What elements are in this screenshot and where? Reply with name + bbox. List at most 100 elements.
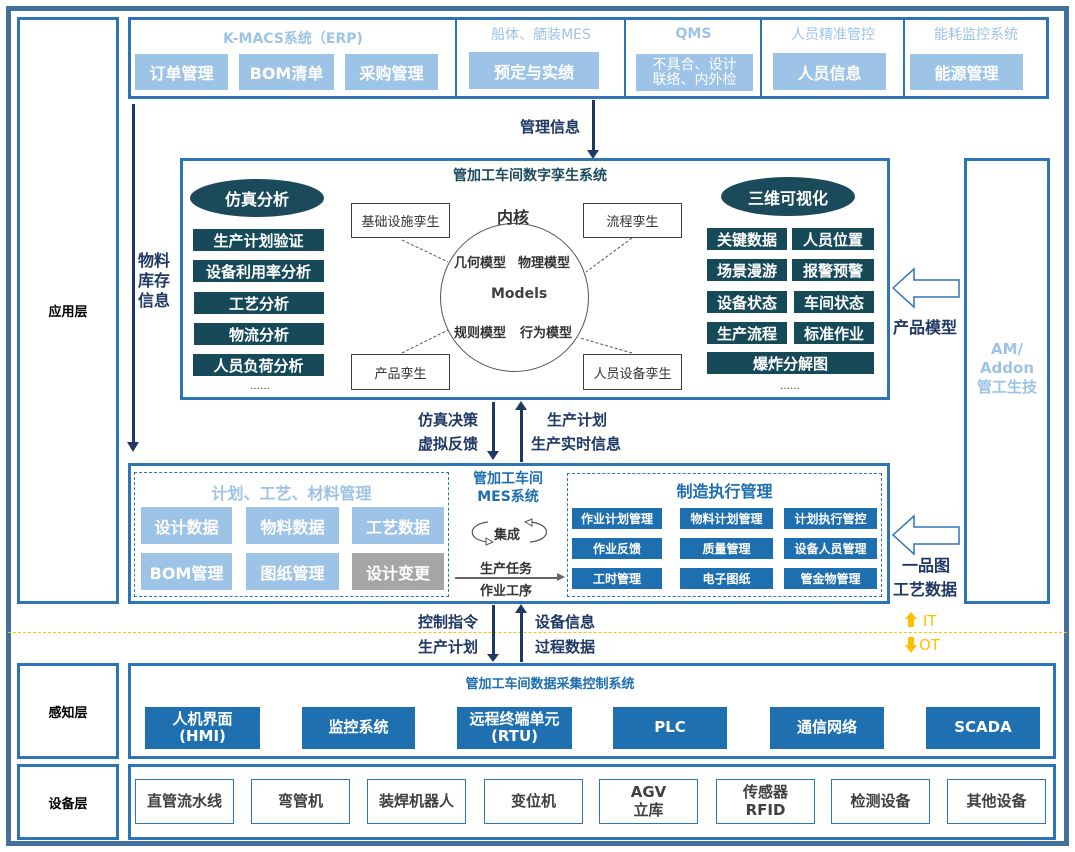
planning-item[interactable]: BOM管理: [141, 553, 232, 590]
ot-arrow-stem: [908, 637, 914, 646]
label: 流程孪生: [606, 215, 659, 230]
vis-item[interactable]: 设备状态: [707, 291, 787, 313]
connector-line: [585, 237, 633, 273]
equipment-item[interactable]: 其他设备: [947, 779, 1046, 824]
layer-perception-label: 感知层: [48, 705, 88, 721]
qms-button[interactable]: 不具合、设计 联络、内外检: [636, 54, 753, 91]
addon-line: 管工生技: [976, 378, 1037, 396]
vis-item[interactable]: 场景漫游: [707, 259, 787, 281]
equipment-item[interactable]: 变位机: [484, 779, 583, 824]
qms-title-text: QMS: [675, 26, 712, 42]
arrowhead-down: [487, 654, 499, 662]
perception-rtu[interactable]: 远程终端单元(RTU): [457, 707, 572, 749]
label: 远程终端单元: [469, 709, 560, 728]
erp-order-button[interactable]: 订单管理: [135, 54, 228, 90]
planning-item[interactable]: 设计数据: [141, 507, 232, 544]
label: 设备利用率分析: [205, 262, 311, 281]
perception-network[interactable]: 通信网络: [770, 707, 884, 749]
product-model-arrow-icon: [891, 267, 960, 309]
erp-bom-button[interactable]: BOM清单: [239, 54, 334, 90]
label: 标准作业: [803, 324, 864, 343]
twin-infrastructure[interactable]: 基础设施孪生: [351, 203, 450, 238]
label: (HMI): [179, 727, 226, 745]
addon-line: AM/: [990, 340, 1023, 358]
equipment-info-arrow: [520, 612, 523, 662]
label: 作业反馈: [592, 542, 641, 556]
execution-item[interactable]: 质量管理: [680, 538, 773, 559]
equipment-item[interactable]: 装焊机器人: [367, 779, 466, 824]
vis-item[interactable]: 爆炸分解图: [707, 352, 874, 374]
energy-button[interactable]: 能源管理: [910, 54, 1023, 90]
procedure-label: 作业工序: [480, 584, 533, 599]
label: 工艺分析: [228, 294, 289, 313]
label: 生产流程: [716, 324, 777, 343]
label: BOM管理: [149, 563, 224, 583]
execution-item[interactable]: 设备人员管理: [784, 538, 877, 559]
equipment-item[interactable]: 弯管机: [251, 779, 350, 824]
label: 图纸管理: [260, 563, 325, 583]
label: 通信网络: [796, 718, 857, 737]
perception-plc[interactable]: PLC: [613, 707, 727, 749]
label: 不具合、设计 联络、内外检: [652, 56, 737, 88]
personnel-button[interactable]: 人员信息: [773, 53, 886, 90]
material-inventory-label: 物料 库存 信息: [138, 251, 170, 311]
execution-item[interactable]: 工时管理: [572, 568, 662, 589]
execution-item[interactable]: 作业反馈: [572, 538, 662, 559]
perception-scada[interactable]: SCADA: [926, 707, 1040, 749]
vis-item[interactable]: 标准作业: [794, 322, 874, 344]
label: 车间状态: [803, 293, 864, 312]
label: 弯管机: [277, 791, 323, 810]
twin-product[interactable]: 产品孪生: [351, 354, 450, 390]
model-physics: 物理模型: [518, 256, 571, 271]
production-plan-label: 生产计划: [547, 411, 608, 429]
planning-item[interactable]: 图纸管理: [246, 553, 339, 590]
label: 场景漫游: [716, 261, 777, 280]
model-behavior: 行为模型: [520, 326, 573, 341]
sim-item[interactable]: 人员负荷分析: [193, 354, 324, 376]
execution-item[interactable]: 计划执行管控: [784, 508, 877, 529]
execution-item[interactable]: 管金物管理: [784, 568, 877, 589]
execution-item[interactable]: 电子图纸: [680, 568, 773, 589]
vis-item[interactable]: 关键数据: [707, 228, 787, 250]
execution-item[interactable]: 物料计划管理: [680, 508, 773, 529]
energy-title-text: 能耗监控系统: [934, 27, 1018, 43]
layer-perception: 感知层: [17, 663, 119, 759]
equipment-item[interactable]: 直管流水线: [135, 779, 234, 824]
sim-item[interactable]: 设备利用率分析: [193, 260, 324, 282]
twin-process[interactable]: 流程孪生: [583, 203, 682, 238]
connector-line: [401, 239, 449, 263]
planning-item-design-change[interactable]: 设计变更: [352, 553, 444, 590]
vis-item[interactable]: 报警预警: [792, 259, 874, 281]
equipment-item[interactable]: 检测设备: [831, 779, 930, 824]
erp-purchase-button[interactable]: 采购管理: [345, 54, 438, 90]
layer-application-label: 应用层: [48, 305, 88, 320]
planning-item[interactable]: 物料数据: [246, 507, 339, 544]
execution-title: 制造执行管理: [676, 482, 773, 501]
equipment-info-label: 设备信息: [535, 613, 596, 631]
execution-item[interactable]: 作业计划管理: [572, 508, 662, 529]
hull-mes-title-text: 船体、舾装MES: [491, 27, 591, 43]
control-cmd-label: 控制指令: [418, 613, 479, 631]
vis-item[interactable]: 车间状态: [794, 291, 874, 313]
sim-item[interactable]: 物流分析: [194, 323, 324, 345]
label: 人员负荷分析: [213, 356, 304, 375]
perception-hmi[interactable]: 人机界面(HMI): [145, 707, 260, 749]
label: 设备状态: [716, 293, 777, 312]
sim-item[interactable]: 工艺分析: [194, 292, 324, 314]
core-connectors: [401, 237, 633, 354]
ot-label: OT: [919, 636, 940, 654]
vis-item[interactable]: 生产流程: [707, 322, 787, 344]
twin-personnel-equipment[interactable]: 人员设备孪生: [583, 354, 682, 390]
data-acquisition-title: 管加工车间数据采集控制系统: [465, 676, 635, 692]
vis-item[interactable]: 人员位置: [792, 228, 874, 250]
perception-monitoring[interactable]: 监控系统: [302, 707, 415, 749]
planning-item[interactable]: 工艺数据: [352, 507, 444, 544]
erp-title-text: K-MACS系统（ERP): [223, 31, 363, 47]
arrowhead-right: [557, 573, 565, 581]
hull-mes-button[interactable]: 预定与实绩: [469, 52, 599, 89]
sim-item[interactable]: 生产计划验证: [193, 229, 324, 251]
arrowhead-down: [587, 150, 599, 159]
label-line: 库存: [138, 271, 171, 290]
